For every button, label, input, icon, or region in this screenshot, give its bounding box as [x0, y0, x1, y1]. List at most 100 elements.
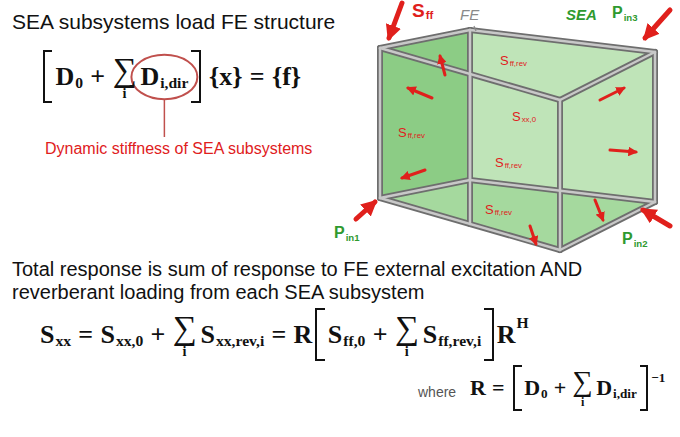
fe-frame	[380, 30, 655, 250]
power-label: Pin3	[612, 4, 638, 22]
subscript: ff,rev	[510, 60, 527, 69]
slide-heading: SEA subsystems load FE structure	[12, 10, 335, 34]
subscript: xx	[55, 332, 71, 350]
superscript: H	[517, 314, 529, 332]
sea-panels	[380, 30, 655, 250]
subscript: ff,rev	[505, 162, 522, 171]
math-symbol: R	[470, 375, 486, 400]
math-operator: +	[90, 62, 105, 92]
power-label: Pin1	[334, 224, 360, 242]
math-symbol: S	[328, 320, 342, 350]
close-bracket	[191, 50, 200, 103]
math-symbol: D	[140, 62, 159, 92]
subscript: xx,0	[522, 116, 536, 125]
body-text: Total response is sum of response to FE …	[12, 258, 676, 304]
math-operator: +	[554, 375, 567, 400]
sum-index: i	[122, 86, 126, 100]
subscript: ff,rev,i	[438, 332, 481, 350]
load-arrows	[356, 3, 670, 244]
sum-sign: ∑	[573, 368, 593, 397]
sum-sign: ∑	[395, 311, 419, 345]
summation: ∑i	[112, 53, 136, 101]
math-symbol: S	[201, 320, 215, 350]
math-operator: =	[250, 62, 265, 92]
subscript: i,dir	[160, 74, 188, 92]
subscript: ff	[426, 9, 434, 22]
subscript: 0	[75, 74, 83, 92]
text-run: Dynamic stiffness of SEA subsystems	[45, 140, 312, 158]
text-run: S	[495, 156, 504, 171]
callout-note: Dynamic stiffness of SEA subsystems	[45, 140, 312, 158]
open-bracket	[513, 365, 521, 411]
open-bracket	[315, 308, 324, 361]
text-run: S	[512, 110, 521, 125]
math-symbol: D	[524, 375, 540, 400]
close-bracket	[484, 308, 493, 361]
math-symbol: S	[100, 320, 114, 350]
math-symbol: {f}	[272, 62, 301, 92]
sum-sign: ∑	[173, 311, 197, 345]
math-operator: +	[150, 320, 165, 350]
text-run: S	[500, 54, 509, 69]
sum-index: i	[405, 344, 409, 358]
text-run: SEA	[566, 6, 597, 23]
math-symbol: {x}	[209, 62, 243, 92]
text-run: S	[398, 126, 407, 141]
math-symbol: S	[423, 320, 437, 350]
reverb-label: Sff,rev	[500, 54, 527, 69]
load-label: Sff	[412, 0, 433, 22]
text-run: P	[622, 230, 633, 248]
reverb-label: Sff,rev	[398, 126, 425, 141]
superscript: −1	[651, 370, 665, 385]
subscript: 0	[541, 386, 548, 401]
equation: R=D0+∑iDi,dir−1	[470, 365, 665, 411]
sea-label: SEA	[566, 6, 597, 23]
sum-index: i	[183, 344, 187, 358]
math-operator: =	[272, 320, 287, 350]
equation: Sxx=Sxx,0+∑iSxx,rev,i=RSff,0+∑iSff,rev,i…	[40, 308, 529, 361]
summation: ∑i	[395, 311, 419, 359]
subscript: in3	[624, 12, 638, 23]
text-run: SEA subsystems load FE structure	[12, 10, 335, 34]
math-operator: =	[78, 320, 93, 350]
text-run: S	[485, 203, 494, 218]
math-symbol: R	[294, 320, 313, 350]
subscript: ff,rev	[408, 132, 425, 141]
leader-line	[164, 99, 166, 137]
subscript: xx,rev,i	[216, 332, 264, 350]
sum-index: i	[581, 396, 584, 408]
summation: ∑i	[573, 368, 593, 409]
text-run: P	[334, 224, 345, 242]
text-run: Total response is sum of response to FE …	[12, 258, 582, 303]
fe-leader	[474, 26, 476, 31]
math-operator: +	[373, 320, 388, 350]
note-text: where	[418, 384, 456, 400]
math-symbol: D	[55, 62, 74, 92]
subscript: xx,0	[116, 332, 143, 350]
math-symbol: S	[40, 320, 54, 350]
sum-sign: ∑	[112, 53, 136, 87]
reverb-label: Sff,rev	[495, 156, 522, 171]
response-label: Sxx,0	[512, 110, 536, 125]
reverb-label: Sff,rev	[485, 203, 512, 218]
subscript: in2	[634, 238, 648, 249]
math-operator: =	[492, 375, 505, 400]
text-run: P	[612, 4, 623, 22]
fe-label: FE	[460, 6, 479, 23]
text-run: where	[418, 384, 456, 400]
close-bracket	[640, 365, 648, 411]
math-symbol: D	[596, 375, 612, 400]
callout-circle	[131, 55, 197, 99]
open-bracket	[43, 50, 52, 103]
text-run: FE	[460, 6, 479, 23]
power-label: Pin2	[622, 230, 648, 248]
math-symbol: R	[497, 320, 516, 350]
subscript: ff,0	[343, 332, 365, 350]
equation: D0+∑iDi,dir{x}={f}	[40, 50, 301, 103]
text-run: S	[412, 0, 425, 22]
summation: ∑i	[173, 311, 197, 359]
subscript: i,dir	[613, 386, 637, 401]
subscript: ff,rev	[495, 209, 512, 218]
subscript: in1	[346, 232, 360, 243]
